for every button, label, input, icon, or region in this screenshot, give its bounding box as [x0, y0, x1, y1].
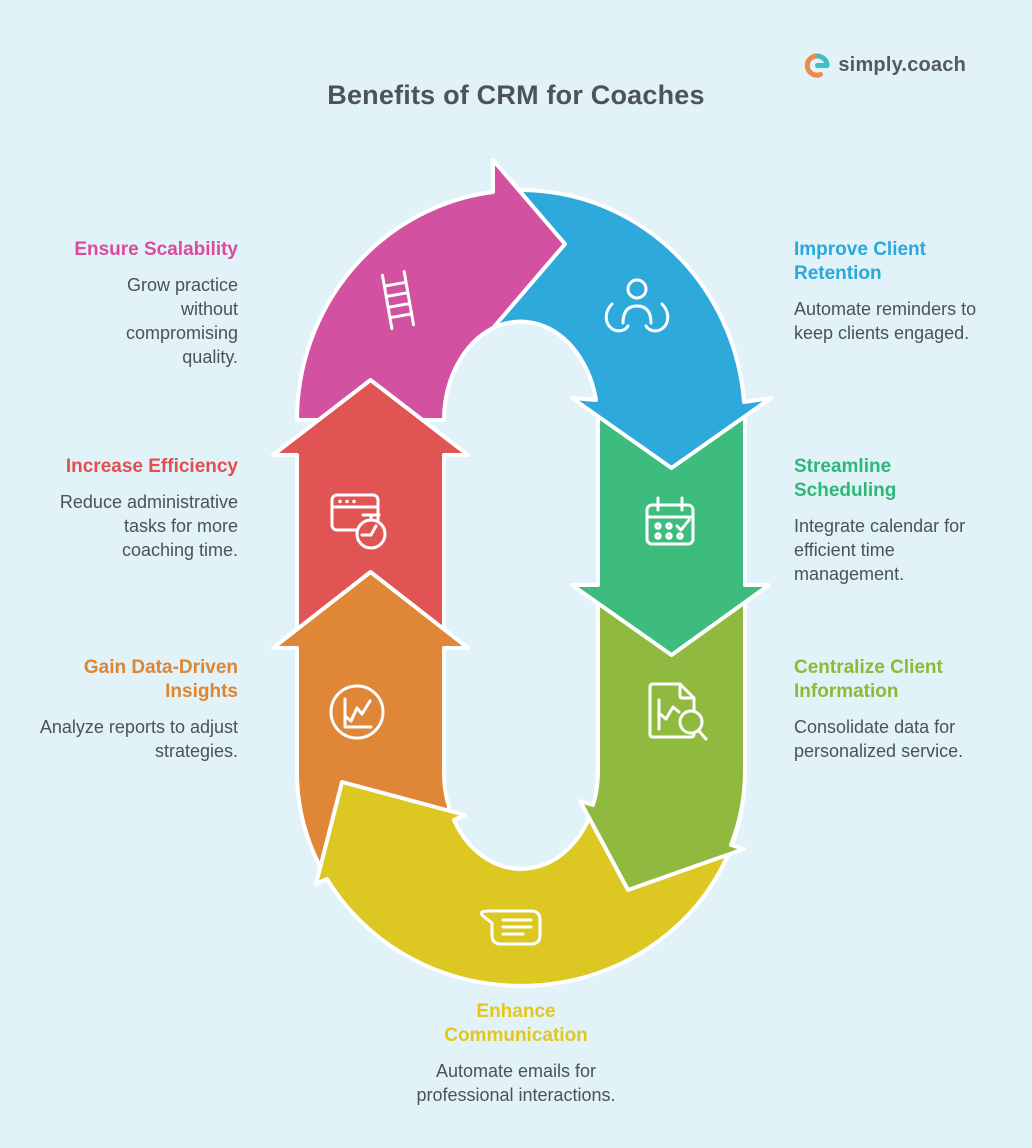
benefit-title: Increase Efficiency — [65, 456, 238, 477]
line-chart-icon — [329, 684, 385, 740]
benefit-description: Automate emails for professional interac… — [416, 1061, 616, 1105]
benefit-gain-data-driven-insights: Gain Data-Driven Insights Analyze report… — [38, 656, 238, 763]
benefit-enhance-communication: Enhance Communication Automate emails fo… — [406, 1000, 626, 1107]
benefit-centralize-client-information: Centralize Client Information Consolidat… — [794, 656, 999, 763]
benefit-ensure-scalability: Ensure Scalability Grow practice without… — [66, 238, 238, 369]
caring-hands-icon — [604, 278, 670, 333]
arrow-improve-client-retention-head — [570, 378, 773, 470]
benefit-streamline-scheduling: Streamline Scheduling Integrate calendar… — [794, 455, 984, 586]
benefit-title: Gain Data-Driven Insights — [83, 657, 238, 702]
simply-coach-logo-icon — [805, 53, 830, 78]
arrow-centralize-client-information — [578, 588, 747, 892]
benefit-title: Ensure Scalability — [74, 239, 238, 260]
benefit-description: Grow practice without compromising quali… — [125, 275, 238, 367]
benefit-title: Improve Client Retention — [794, 239, 926, 284]
benefit-description: Integrate calendar for efficient time ma… — [794, 516, 966, 584]
benefit-description: Automate reminders to keep clients engag… — [794, 299, 977, 343]
logo-text: simply.coach — [838, 54, 966, 76]
benefit-increase-efficiency: Increase Efficiency Reduce administrativ… — [48, 455, 238, 562]
benefit-title: Centralize Client Information — [794, 657, 943, 702]
ladder-icon — [380, 270, 416, 330]
chat-bubble-icon — [480, 909, 542, 946]
benefit-description: Reduce administrative tasks for more coa… — [59, 492, 238, 560]
simply-coach-logo: simply.coach — [804, 52, 966, 79]
benefit-title: Enhance Communication — [444, 1001, 588, 1046]
page-title: Benefits of CRM for Coaches — [327, 80, 705, 110]
benefit-improve-client-retention: Improve Client Retention Automate remind… — [794, 238, 984, 345]
browser-timer-icon — [330, 493, 387, 550]
arrow-ensure-scalability — [295, 158, 567, 422]
benefit-description: Analyze reports to adjust strategies. — [39, 717, 238, 761]
calendar-check-icon — [645, 496, 695, 546]
benefit-description: Consolidate data for personalized servic… — [794, 717, 964, 761]
benefit-title: Streamline Scheduling — [794, 456, 897, 501]
document-search-icon — [648, 682, 708, 741]
